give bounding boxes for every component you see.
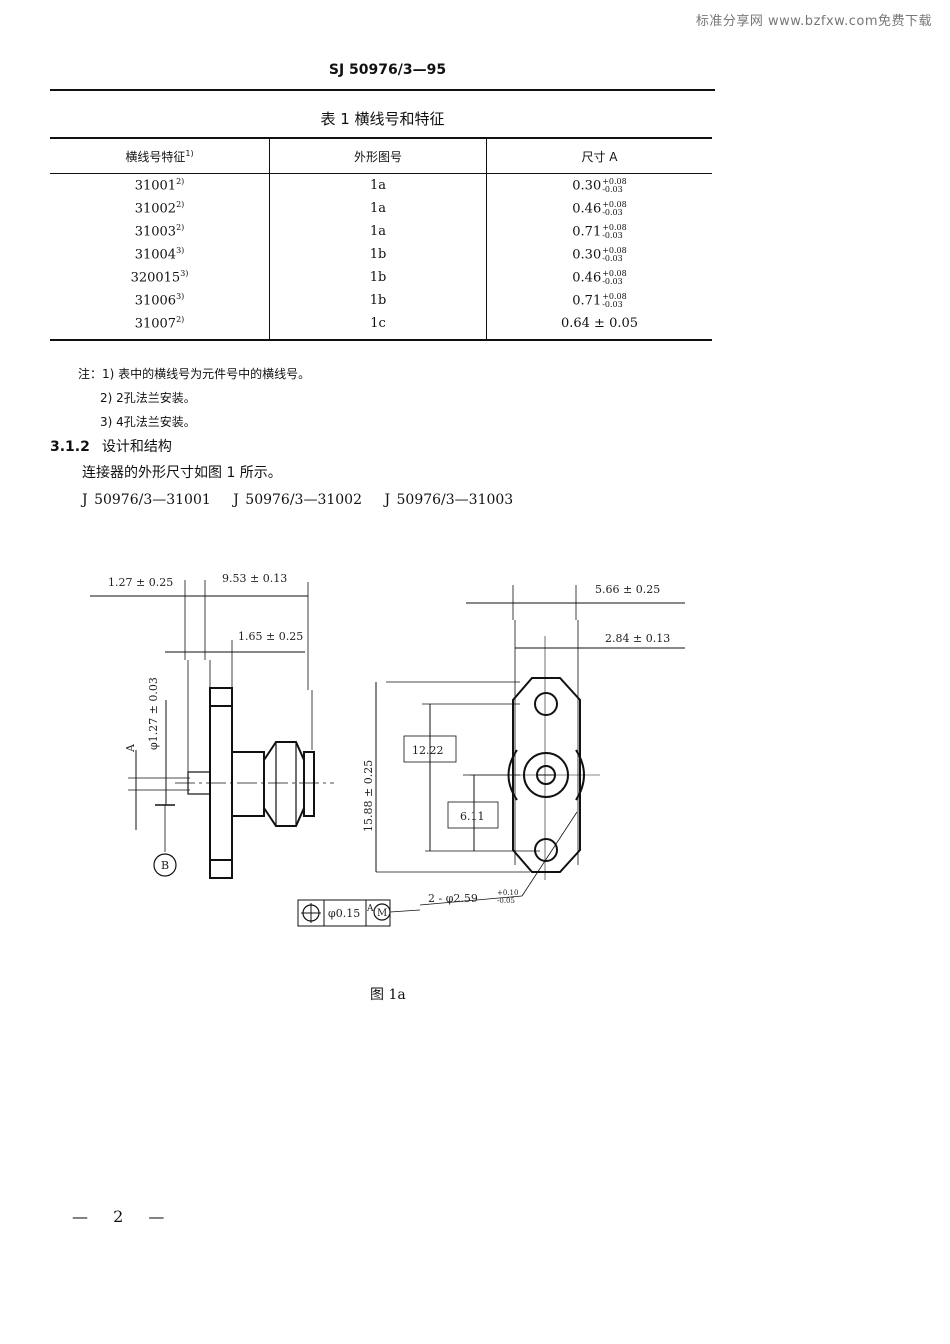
section-number: 3.1.2 xyxy=(50,439,90,455)
datum-b: B xyxy=(161,859,169,872)
table-row: 3200153) 1b 0.46+0.08-0.03 xyxy=(50,266,712,289)
side-view-labels: 1.27 ± 0.25 9.53 ± 0.13 1.65 ± 0.25 φ1.2… xyxy=(108,572,303,872)
part-number: J 50976/3—31001 xyxy=(82,492,211,508)
table-row: 310043) 1b 0.30+0.08-0.03 xyxy=(50,243,712,266)
column-header-code: 横线号特征1) xyxy=(50,137,270,174)
page-number: — 2 — xyxy=(72,1207,175,1226)
figure-caption: 图 1a xyxy=(370,987,406,1003)
table-row: 310032) 1a 0.71+0.08-0.03 xyxy=(50,220,712,243)
table-row: 310012) 1a 0.30+0.08-0.03 xyxy=(50,173,712,197)
dim-pin-diameter: φ1.27 ± 0.03 xyxy=(147,677,160,750)
column-header-dimension: 尺寸 A xyxy=(486,137,712,174)
cell-dimension: 0.71+0.08-0.03 xyxy=(486,289,712,312)
note-3: 3) 4孔法兰安装。 xyxy=(100,415,196,429)
cell-code: 3200153) xyxy=(130,269,189,286)
datum-ref: A xyxy=(366,904,374,914)
cell-figure: 1b xyxy=(269,289,487,312)
technical-drawing: 1.27 ± 0.25 9.53 ± 0.13 1.65 ± 0.25 φ1.2… xyxy=(90,572,685,927)
front-view xyxy=(297,585,685,927)
watermark: 标准分享网 www.bzfxw.com免费下载 xyxy=(695,14,932,29)
table-notes: 注：1) 表中的横线号为元件号中的横线号。 2) 2孔法兰安装。 3) 4孔法兰… xyxy=(78,362,310,434)
side-view xyxy=(90,580,334,879)
cell-figure: 1c xyxy=(269,312,487,341)
cell-code: 310012) xyxy=(134,177,185,194)
label-a: A xyxy=(124,743,137,753)
table-row: 310072) 1c 0.64 ± 0.05 xyxy=(50,312,712,341)
note-2: 2) 2孔法兰安装。 xyxy=(100,391,196,405)
header-rule xyxy=(50,89,715,91)
cell-dimension: 0.30+0.08-0.03 xyxy=(486,173,712,197)
hole-callout: 2 - φ2.59 xyxy=(428,892,478,905)
cell-dimension: 0.46+0.08-0.03 xyxy=(486,197,712,220)
cell-dimension: 0.46+0.08-0.03 xyxy=(486,266,712,289)
part-number-list: J 50976/3—31001 J 50976/3—31002 J 50976/… xyxy=(82,492,529,508)
cell-dimension: 0.30+0.08-0.03 xyxy=(486,243,712,266)
cell-code: 310043) xyxy=(134,246,185,263)
front-view-labels: 5.66 ± 0.25 2.84 ± 0.13 15.88 ± 0.25 12.… xyxy=(328,583,670,920)
body-paragraph: 连接器的外形尺寸如图 1 所示。 xyxy=(82,465,282,481)
dim-hole-spacing: 12.22 xyxy=(412,744,444,757)
dim-half-spacing: 6.11 xyxy=(460,810,485,823)
dim-length: 9.53 ± 0.13 xyxy=(222,572,287,585)
cell-code: 310022) xyxy=(134,200,185,217)
spec-table: 横线号特征1) 外形图号 尺寸 A 310012) 1a 0.30+0.08-0… xyxy=(50,137,712,341)
hole-tol-plus: +0.10 xyxy=(497,889,518,897)
cell-figure: 1a xyxy=(269,173,487,197)
cell-dimension: 0.64 ± 0.05 xyxy=(486,312,712,341)
dim-height: 15.88 ± 0.25 xyxy=(362,760,375,832)
table-header-row: 横线号特征1) 外形图号 尺寸 A xyxy=(50,137,712,174)
cell-code: 310032) xyxy=(134,223,185,240)
hole-tol-minus: -0.05 xyxy=(497,897,515,905)
table-row: 310022) 1a 0.46+0.08-0.03 xyxy=(50,197,712,220)
cell-figure: 1b xyxy=(269,266,487,289)
dim-width: 5.66 ± 0.25 xyxy=(595,583,660,596)
dim-half-width: 2.84 ± 0.13 xyxy=(605,632,670,645)
dim-flange-thickness: 1.65 ± 0.25 xyxy=(238,630,303,643)
part-number: J 50976/3—31002 xyxy=(233,492,362,508)
section-heading: 3.1.2 设计和结构 xyxy=(50,436,172,456)
cell-dimension: 0.71+0.08-0.03 xyxy=(486,220,712,243)
cell-figure: 1b xyxy=(269,243,487,266)
modifier: M xyxy=(377,908,387,919)
cell-figure: 1a xyxy=(269,197,487,220)
part-number: J 50976/3—31003 xyxy=(384,492,514,508)
section-title: 设计和结构 xyxy=(101,439,172,455)
column-header-figure: 外形图号 xyxy=(269,137,487,174)
cell-figure: 1a xyxy=(269,220,487,243)
cell-code: 310063) xyxy=(134,292,185,309)
table-row: 310063) 1b 0.71+0.08-0.03 xyxy=(50,289,712,312)
table-title: 表 1 横线号和特征 xyxy=(320,110,445,128)
position-tolerance: φ0.15 xyxy=(328,907,360,920)
cell-code: 310072) xyxy=(50,312,270,341)
document-id: SJ 50976/3—95 xyxy=(328,62,447,78)
dim-flange-offset: 1.27 ± 0.25 xyxy=(108,576,173,589)
note-1: 注：1) 表中的横线号为元件号中的横线号。 xyxy=(78,367,311,381)
